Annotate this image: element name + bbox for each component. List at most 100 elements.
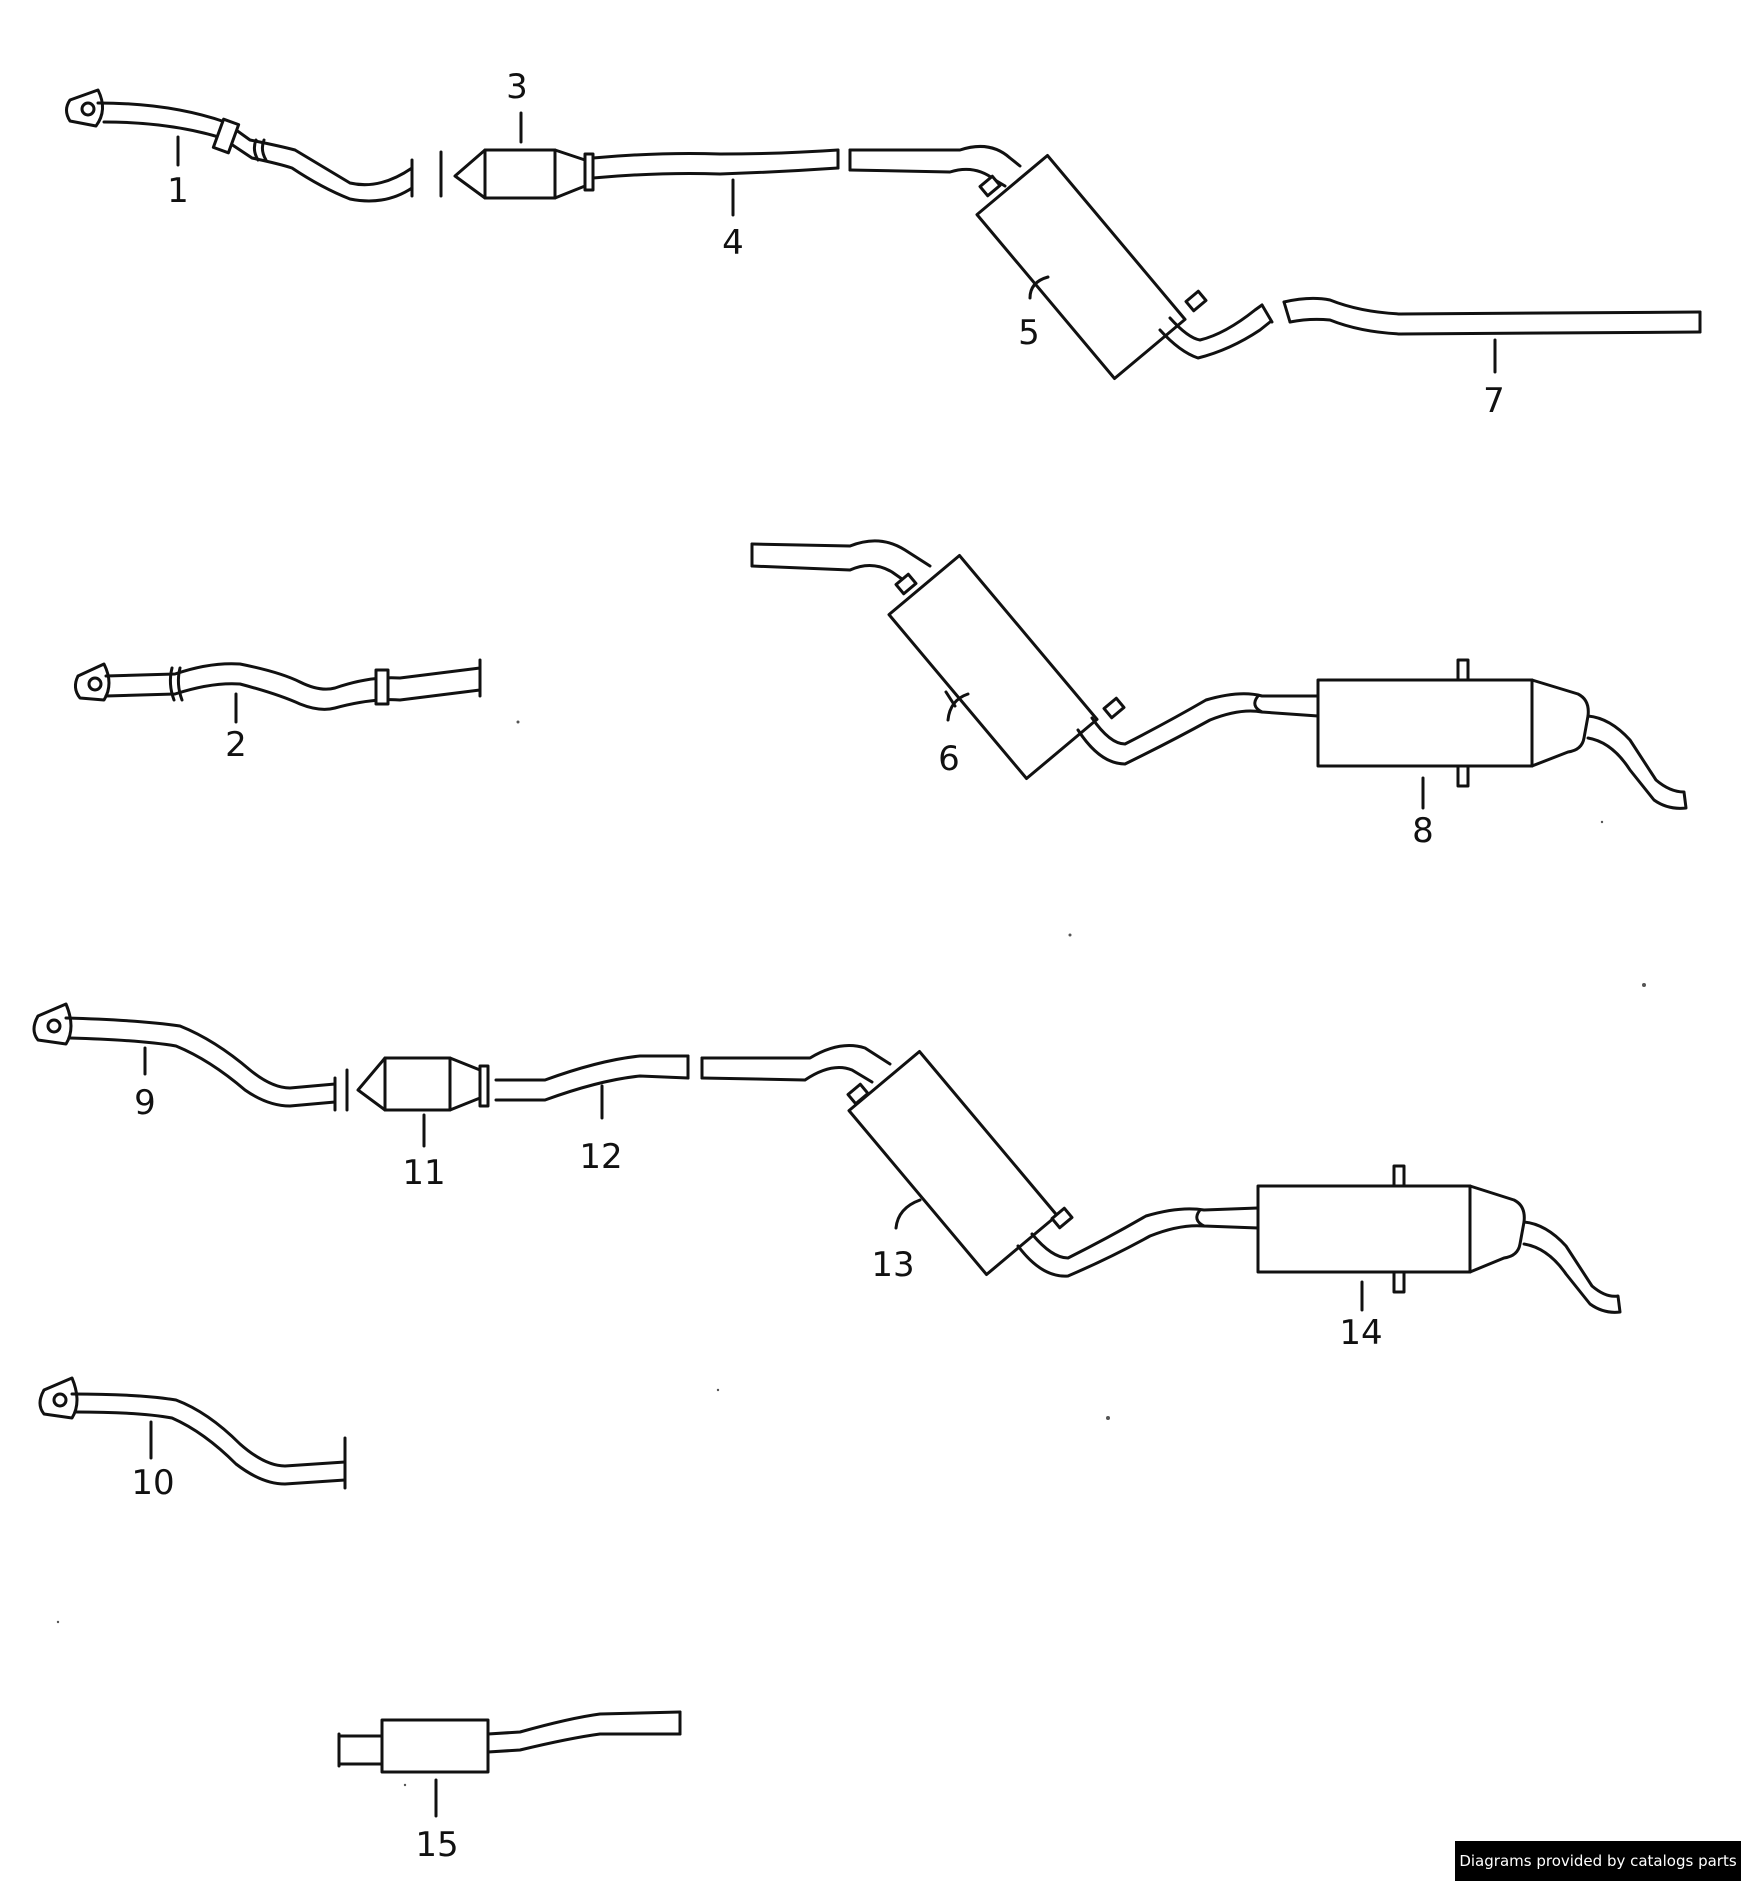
- callout-1: 1: [167, 171, 189, 211]
- flange-hole-icon: [46, 1018, 62, 1034]
- flange-hole-icon: [52, 1392, 68, 1408]
- speck: [1106, 1416, 1110, 1420]
- callout-5: 5: [1018, 313, 1040, 353]
- part-12-intermediate-pipe: [494, 1054, 690, 1120]
- speck: [1642, 983, 1646, 987]
- part-9-front-pipe: [32, 1002, 337, 1112]
- break-mark-icon: [252, 138, 268, 162]
- callout-15: 15: [415, 1825, 458, 1865]
- flange-right-icon: [478, 1064, 490, 1108]
- silencer-body-icon: [1316, 678, 1534, 768]
- speck: [1068, 933, 1072, 937]
- assembly-row-1: [65, 88, 1702, 381]
- flange-hole-icon: [80, 101, 96, 117]
- speck: [1600, 820, 1604, 824]
- pipe-2-lower: [104, 682, 482, 711]
- part-5-center-silencer: [848, 144, 1274, 381]
- part-15-resonator-pipe: [337, 1710, 682, 1818]
- part-10-front-pipe: [38, 1376, 347, 1490]
- silencer-body-icon: [847, 1049, 1059, 1277]
- pipe-12-upper: [494, 1054, 690, 1082]
- flange-icon: [32, 1002, 73, 1046]
- part-8-rear-silencer: [1076, 658, 1688, 810]
- callout-10: 10: [131, 1463, 174, 1503]
- flange-icon: [73, 662, 111, 702]
- pipe-5-outlet-lower: [1168, 303, 1264, 342]
- speck: [403, 1783, 407, 1787]
- callout-8: 8: [1412, 811, 1434, 851]
- part-7-tail-pipe: [1282, 296, 1702, 374]
- pipe-4-upper: [591, 148, 840, 160]
- pipe-9-upper: [64, 1016, 337, 1090]
- pipe-7-start: [1282, 300, 1292, 324]
- pipe-13-inlet-lower: [700, 1066, 874, 1084]
- pipe-1-upper: [96, 101, 414, 187]
- silencer-body-icon: [887, 553, 1099, 781]
- assembly-row-3: [32, 1002, 1622, 1314]
- callout-14: 14: [1339, 1313, 1382, 1353]
- tail-pipe-icon: [1586, 714, 1688, 810]
- part-13-center-silencer: [700, 1044, 1074, 1277]
- callout-13: 13: [871, 1245, 914, 1285]
- pipe-4-lower: [591, 166, 840, 180]
- pipe-10-lower: [74, 1410, 347, 1486]
- part-1-front-pipe: [65, 88, 414, 203]
- pipe-7-lower: [1288, 317, 1702, 336]
- part-4-intermediate-pipe: [591, 148, 840, 217]
- hanger-bottom-icon: [1456, 764, 1470, 788]
- silencer-stub-out-icon: [1050, 1206, 1074, 1230]
- flange-right-icon: [583, 152, 595, 192]
- pipe-10-upper: [70, 1392, 347, 1468]
- flange-icon: [65, 88, 104, 128]
- part-6-center-silencer: [750, 539, 1126, 781]
- callout-6: 6: [938, 739, 960, 779]
- part-14-rear-silencer: [1016, 1164, 1622, 1314]
- callout-12: 12: [579, 1137, 622, 1177]
- pipe-14-joint: [1195, 1208, 1206, 1228]
- pipe-7-upper: [1282, 296, 1702, 316]
- scan-specks: [56, 720, 1646, 1787]
- leader-line-13: [894, 1198, 922, 1230]
- assembly-row-2: [73, 539, 1688, 810]
- hanger-bottom-icon: [1392, 1270, 1406, 1294]
- callout-9: 9: [134, 1083, 156, 1123]
- pipe-12-lower: [494, 1074, 690, 1102]
- hanger-top-icon: [1456, 658, 1470, 682]
- pipe-9-lower: [68, 1036, 337, 1108]
- speck: [56, 1620, 60, 1624]
- pipe-5-outlet-upper: [1158, 320, 1272, 360]
- speck: [716, 1388, 720, 1392]
- leader-line-5: [1028, 275, 1050, 300]
- pipe-8-joint: [1253, 694, 1264, 714]
- credit-badge: Diagrams provided by catalogs parts: [1455, 1841, 1741, 1881]
- clamp-icon: [374, 668, 390, 706]
- silencer-stub-out-icon: [1184, 289, 1208, 313]
- silencer-body-icon: [1256, 1184, 1472, 1274]
- callout-2: 2: [225, 725, 247, 765]
- callout-11: 11: [402, 1153, 445, 1193]
- pipe-14-inlet-lower: [1030, 1206, 1260, 1260]
- tail-pipe-icon: [1522, 1220, 1622, 1314]
- clamp-icon: [211, 117, 241, 155]
- speck: [516, 720, 520, 724]
- pipe-15-outlet-lower: [486, 1732, 682, 1754]
- silencer-cone-icon: [1530, 678, 1590, 768]
- leader-line-6: [946, 692, 970, 722]
- silencer-body-icon: [975, 153, 1187, 381]
- pipe-14-inlet-upper: [1016, 1224, 1260, 1278]
- pipe-15-outlet-upper: [486, 1710, 682, 1736]
- pipe-6-inlet-upper: [750, 539, 932, 568]
- assembly-row-4: [38, 1376, 347, 1490]
- resonator-body-icon: [380, 1718, 490, 1774]
- silencer-stub-in-icon: [846, 1082, 870, 1106]
- converter-body-icon: [453, 148, 587, 200]
- hanger-top-icon: [1392, 1164, 1406, 1188]
- converter-body-icon: [356, 1056, 482, 1112]
- pipe-15-inlet: [337, 1734, 384, 1766]
- silencer-cone-icon: [1468, 1184, 1526, 1274]
- pipe-6-inlet-lower: [750, 564, 914, 588]
- part-2-front-pipe: [73, 658, 482, 724]
- pipe-5-end: [1260, 303, 1274, 324]
- flange-icon: [38, 1376, 79, 1420]
- flange-hole-icon: [87, 676, 103, 692]
